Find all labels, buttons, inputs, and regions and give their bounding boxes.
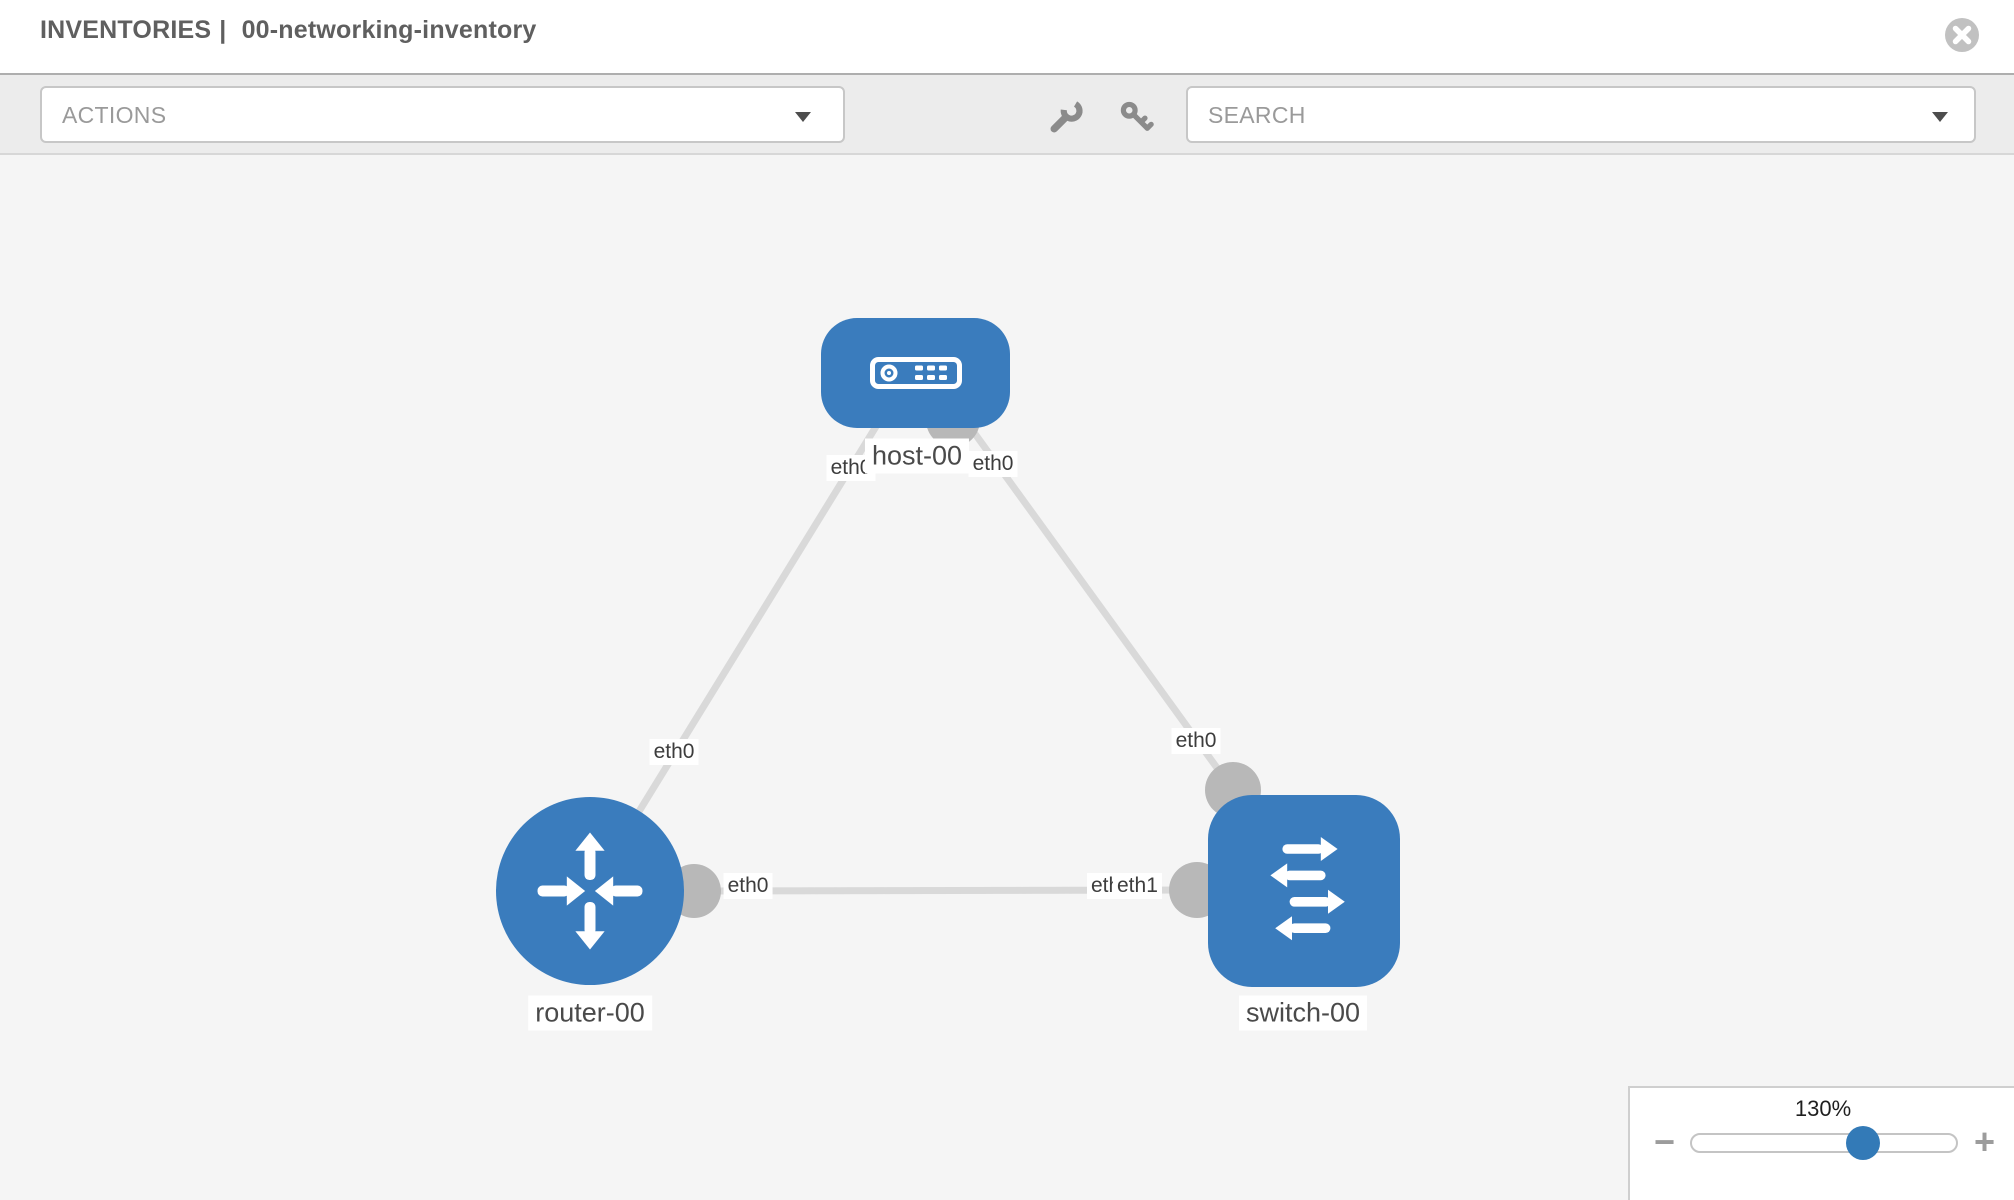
zoom-control-panel: 130% − +: [1628, 1086, 2014, 1200]
interface-label: eth1: [1113, 873, 1162, 899]
header: INVENTORIES| 00-networking-inventory: [0, 0, 2014, 73]
toolbar: ACTIONS SEARCH: [0, 73, 2014, 155]
node-label-switch: switch-00: [1238, 995, 1368, 1031]
chevron-down-icon: [795, 112, 811, 122]
chevron-down-icon: [1932, 112, 1948, 122]
router-icon: [537, 832, 643, 950]
zoom-in-button[interactable]: +: [1974, 1121, 1996, 1162]
inventory-name: 00-networking-inventory: [241, 16, 537, 44]
breadcrumb-section[interactable]: INVENTORIES: [40, 16, 212, 44]
search-dropdown[interactable]: SEARCH: [1186, 86, 1976, 143]
actions-dropdown[interactable]: ACTIONS: [40, 86, 845, 143]
node-switch-00[interactable]: [1208, 795, 1400, 987]
node-label-host: host-00: [864, 438, 970, 474]
interface-label: eth0: [723, 873, 773, 899]
key-icon: [1120, 101, 1154, 131]
switch-icon: [1270, 837, 1345, 941]
interface-label: eth0: [649, 739, 699, 765]
topology-canvas[interactable]: host-00 router-00 switch-00 eth0 eth0 et…: [0, 155, 2014, 1200]
zoom-slider-thumb[interactable]: [1846, 1126, 1880, 1160]
credentials-button[interactable]: [1118, 99, 1154, 135]
close-button[interactable]: [1944, 17, 1980, 53]
manage-groups-button[interactable]: [1048, 99, 1084, 135]
zoom-slider-track[interactable]: [1690, 1126, 1958, 1160]
links-layer: [587, 393, 1261, 918]
wrench-icon: [1050, 99, 1083, 133]
node-label-router: router-00: [528, 995, 652, 1031]
zoom-percent-value: 130%: [1794, 1096, 1852, 1121]
interface-label: eth0: [1171, 728, 1221, 754]
page-title: INVENTORIES| 00-networking-inventory: [40, 16, 545, 45]
node-router-00[interactable]: [496, 797, 684, 985]
search-dropdown-label: SEARCH: [1208, 102, 1306, 128]
breadcrumb-separator: |: [219, 16, 227, 44]
host-icon: [869, 357, 962, 389]
close-icon: [1945, 18, 1979, 52]
zoom-out-button[interactable]: −: [1654, 1121, 1676, 1162]
interface-label: eth0: [968, 451, 1018, 477]
actions-dropdown-label: ACTIONS: [62, 102, 167, 128]
node-host-00[interactable]: [821, 318, 1010, 428]
